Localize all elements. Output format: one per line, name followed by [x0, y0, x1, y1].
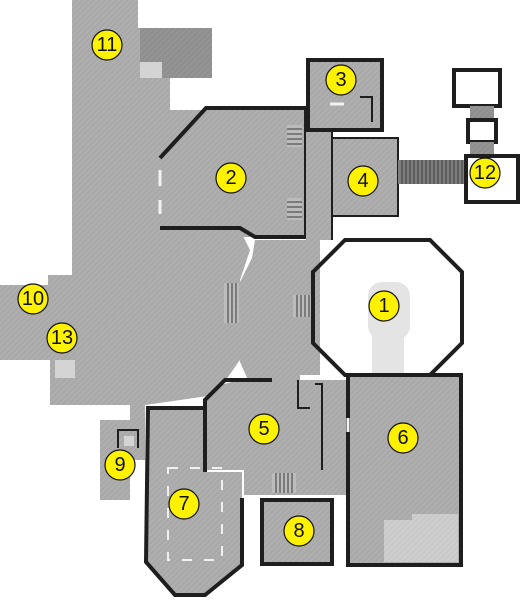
room-1-entry-stairs — [293, 295, 313, 317]
central-hall — [224, 240, 320, 380]
marker-11-label: 11 — [97, 34, 118, 56]
marker-13[interactable]: 13 — [46, 322, 78, 354]
marker-11[interactable]: 11 — [91, 29, 123, 61]
room-2-stairs-bottom — [287, 198, 302, 220]
central-hall-stairs — [224, 283, 239, 323]
marker-2[interactable]: 2 — [215, 162, 247, 194]
room-5-stairs — [272, 473, 296, 493]
room-9-alcove — [117, 429, 139, 448]
marker-1[interactable]: 1 — [368, 290, 400, 322]
tower-12 — [452, 68, 520, 204]
marker-3-label: 3 — [335, 69, 346, 91]
area-11-small-room — [140, 62, 162, 78]
marker-3[interactable]: 3 — [325, 64, 357, 96]
bridge-walkway — [398, 160, 468, 184]
area-11-courtyard — [0, 0, 250, 500]
marker-12-label: 12 — [474, 162, 496, 184]
marker-10[interactable]: 10 — [17, 283, 49, 315]
markers: 1 2 3 4 5 6 7 8 — [17, 29, 501, 547]
marker-9-label: 9 — [114, 454, 125, 476]
marker-9[interactable]: 9 — [104, 449, 136, 481]
marker-1-label: 1 — [378, 295, 389, 317]
marker-13-label: 13 — [51, 327, 73, 349]
marker-12[interactable]: 12 — [469, 157, 501, 189]
marker-4-label: 4 — [357, 170, 368, 192]
marker-10-label: 10 — [22, 288, 44, 310]
marker-5-label: 5 — [258, 418, 269, 440]
marker-6[interactable]: 6 — [387, 422, 419, 454]
room-1-ramp — [372, 335, 404, 375]
area-13-small-room — [55, 360, 75, 378]
room-6 — [346, 373, 463, 567]
room-6-raised-floor — [384, 514, 458, 562]
room-7-dashed-outline — [167, 467, 223, 561]
room-2-stairs-top — [287, 125, 302, 147]
marker-6-label: 6 — [397, 427, 408, 449]
marker-8[interactable]: 8 — [283, 515, 315, 547]
marker-4[interactable]: 4 — [347, 165, 379, 197]
marker-2-label: 2 — [225, 167, 236, 189]
marker-7-label: 7 — [178, 493, 189, 515]
marker-7[interactable]: 7 — [168, 488, 200, 520]
marker-5[interactable]: 5 — [248, 413, 280, 445]
marker-8-label: 8 — [293, 520, 304, 542]
